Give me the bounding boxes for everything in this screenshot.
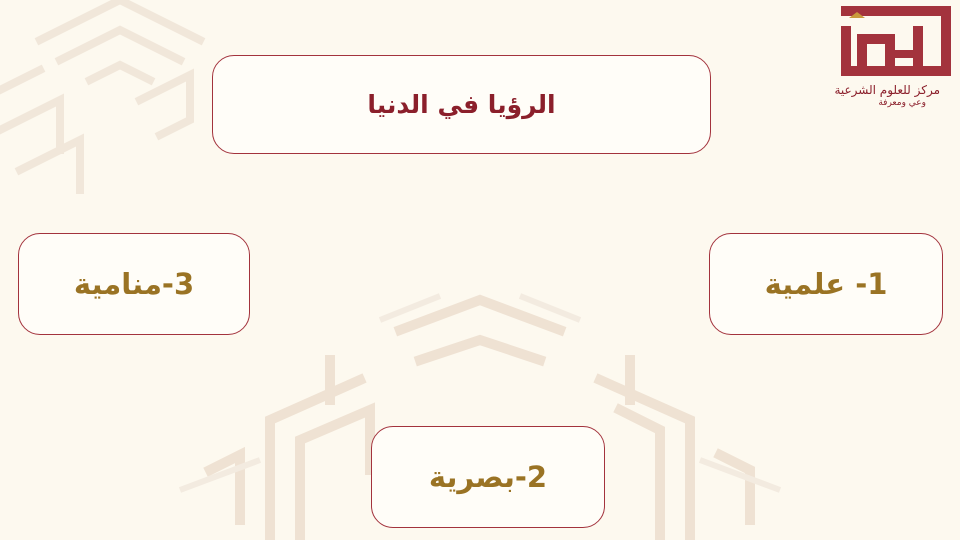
item-box-2: 2-بصرية bbox=[371, 426, 605, 528]
title-box: الرؤيا في الدنيا bbox=[212, 55, 711, 154]
item-box-1: 1- علمية bbox=[709, 233, 943, 335]
logo: مركز للعلوم الشرعية وعي ومعرفة bbox=[830, 4, 956, 108]
item-label-2: 2-بصرية bbox=[428, 460, 548, 494]
logo-tagline: مركز للعلوم الشرعية bbox=[834, 83, 940, 97]
logo-mark-icon bbox=[841, 6, 951, 76]
item-box-3: 3-منامية bbox=[18, 233, 250, 335]
logo-subtagline: وعي ومعرفة bbox=[878, 98, 926, 108]
item-label-3: 3-منامية bbox=[73, 267, 195, 301]
title-text: الرؤيا في الدنيا bbox=[367, 90, 556, 119]
item-label-1: 1- علمية bbox=[764, 267, 888, 301]
